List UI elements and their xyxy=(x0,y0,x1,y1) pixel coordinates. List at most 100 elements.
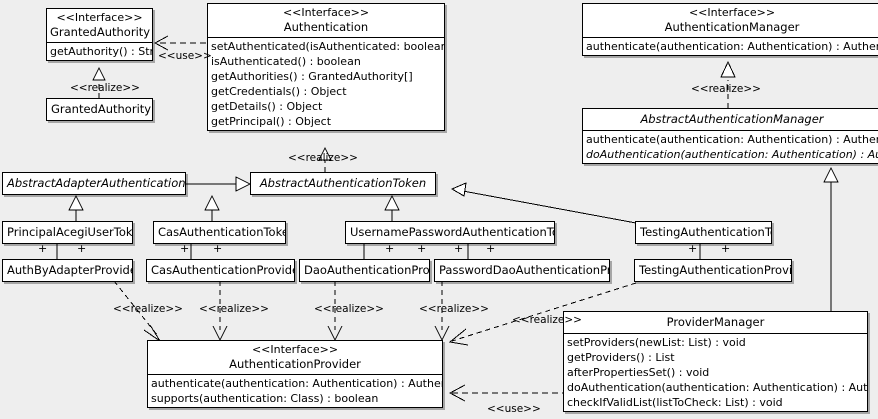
class-name: UsernamePasswordAuthenticationToken xyxy=(350,225,554,239)
class-name: DaoAuthenticationProvider xyxy=(304,263,430,277)
class-dao-authentication-provider[interactable]: DaoAuthenticationProvider xyxy=(299,259,430,282)
class-username-password-authentication-token[interactable]: UsernamePasswordAuthenticationToken xyxy=(345,221,555,244)
method-row: checkIfValidList(listToCheck: List) : vo… xyxy=(567,396,783,409)
class-granted-authority[interactable]: <<Interface>> GrantedAuthority getAuthor… xyxy=(46,8,153,61)
class-name: TestingAuthenticationProvider xyxy=(639,263,792,277)
class-header: <<Interface>> AuthenticationManager xyxy=(583,4,878,37)
method-row: getPrincipal() : Object xyxy=(211,115,332,128)
class-name: AuthByAdapterProvider xyxy=(7,263,133,277)
divider xyxy=(208,37,444,38)
association-plus: + xyxy=(688,242,698,255)
class-principal-acegi-user-token[interactable]: PrincipalAcegiUserToken xyxy=(2,221,133,244)
association-plus: + xyxy=(180,242,190,255)
method-compartment: getAuthority() : String xyxy=(47,43,152,60)
class-auth-by-adapter-provider[interactable]: AuthByAdapterProvider xyxy=(2,259,133,282)
class-testing-authentication-provider[interactable]: TestingAuthenticationProvider xyxy=(634,259,792,282)
class-abstract-adapter-authentication-token[interactable]: AbstractAdapterAuthenticationToken xyxy=(2,172,186,195)
divider xyxy=(583,130,878,131)
method-row: getDetails() : Object xyxy=(211,100,323,113)
class-header: AbstractAdapterAuthenticationToken xyxy=(3,173,185,194)
class-name: Authentication xyxy=(283,20,369,34)
method-compartment: authenticate(authentication: Authenticat… xyxy=(583,131,878,163)
method-row: doAuthentication(authentication: Authent… xyxy=(586,148,878,161)
class-authentication-manager[interactable]: <<Interface>> AuthenticationManager auth… xyxy=(582,3,878,56)
class-provider-manager[interactable]: ProviderManager setProviders(newList: Li… xyxy=(563,311,868,412)
class-header: <<Interface>> Authentication xyxy=(208,4,444,37)
edge-label-use-provider-manager: <<use>> xyxy=(487,403,541,415)
association-plus: + xyxy=(417,242,427,255)
association-plus: + xyxy=(213,242,223,255)
class-name: CasAuthenticationToken xyxy=(158,225,286,239)
edge-label-use-granted-authority: <<use>> xyxy=(158,50,212,62)
divider xyxy=(583,37,878,38)
method-compartment: setAuthenticated(isAuthenticated: boolea… xyxy=(208,38,444,130)
edge-label-realize-dao-authentication-provider: <<realize>> xyxy=(314,303,384,315)
class-header: CasAuthenticationToken xyxy=(154,222,285,243)
divider xyxy=(47,42,152,43)
class-authentication[interactable]: <<Interface>> Authentication setAuthenti… xyxy=(207,3,445,131)
class-testing-authentication-token[interactable]: TestingAuthenticationToken xyxy=(635,221,772,244)
association-plus: + xyxy=(721,242,731,255)
method-row: getCredentials() : Object xyxy=(211,85,347,98)
class-abstract-authentication-manager[interactable]: AbstractAuthenticationManager authentica… xyxy=(582,108,878,164)
class-header: AuthByAdapterProvider xyxy=(3,260,132,281)
class-cas-authentication-provider[interactable]: CasAuthenticationProvider xyxy=(146,259,295,282)
method-row: doAuthentication(authentication: Authent… xyxy=(567,381,868,394)
class-header: GrantedAuthorityImpl xyxy=(47,99,152,120)
class-name: AbstractAuthenticationManager xyxy=(640,112,824,126)
class-header: <<Interface>> AuthenticationProvider xyxy=(148,341,442,374)
class-cas-authentication-token[interactable]: CasAuthenticationToken xyxy=(153,221,286,244)
class-header: TestingAuthenticationToken xyxy=(636,222,771,243)
class-name: AuthenticationProvider xyxy=(229,357,361,371)
class-name: GrantedAuthorityImpl xyxy=(51,102,152,116)
stereotype-label: <<Interface>> xyxy=(251,343,339,356)
method-row: supports(authentication: Class) : boolea… xyxy=(151,392,379,405)
class-name: GrantedAuthority xyxy=(50,25,151,39)
class-authentication-provider[interactable]: <<Interface>> AuthenticationProvider aut… xyxy=(147,340,443,408)
edge-label-realize-auth-by-adapter-provider: <<realize>> xyxy=(113,303,183,315)
association-plus: + xyxy=(486,242,496,255)
edge-label-realize-testing-authentication-provider: <<realize>> xyxy=(512,314,582,326)
method-compartment: authenticate(authentication: Authenticat… xyxy=(148,375,442,407)
class-header: <<Interface>> GrantedAuthority xyxy=(47,9,152,42)
class-name: AbstractAdapterAuthenticationToken xyxy=(7,176,186,190)
divider xyxy=(564,333,867,334)
class-name: PasswordDaoAuthenticationProvider xyxy=(439,263,609,277)
class-abstract-authentication-token[interactable]: AbstractAuthenticationToken xyxy=(250,172,436,195)
method-row: authenticate(authentication: Authenticat… xyxy=(586,133,878,146)
class-header: PrincipalAcegiUserToken xyxy=(3,222,132,243)
class-header: UsernamePasswordAuthenticationToken xyxy=(346,222,554,243)
class-header: AbstractAuthenticationToken xyxy=(251,173,435,194)
method-compartment: setProviders(newList: List) : void getPr… xyxy=(564,334,867,411)
class-header: CasAuthenticationProvider xyxy=(147,260,294,281)
class-granted-authority-impl[interactable]: GrantedAuthorityImpl xyxy=(46,98,153,121)
class-header: PasswordDaoAuthenticationProvider xyxy=(435,260,609,281)
stereotype-label: <<Interface>> xyxy=(282,6,370,19)
method-row: getAuthority() : String xyxy=(50,45,153,58)
class-name: ProviderManager xyxy=(666,315,765,329)
method-compartment: authenticate(authentication: Authenticat… xyxy=(583,38,878,55)
class-name: TestingAuthenticationToken xyxy=(640,225,771,239)
stereotype-label: <<Interface>> xyxy=(56,11,143,24)
class-header: AbstractAuthenticationManager xyxy=(583,109,878,130)
association-plus: + xyxy=(38,242,48,255)
class-password-dao-authentication-provider[interactable]: PasswordDaoAuthenticationProvider xyxy=(434,259,610,282)
association-plus: + xyxy=(454,242,464,255)
divider xyxy=(148,374,442,375)
class-name: AuthenticationManager xyxy=(664,20,800,34)
method-row: isAuthenticated() : boolean xyxy=(211,55,361,68)
edge-label-realize-abstract-authentication-token: <<realize>> xyxy=(288,152,358,164)
edge-label-realize-password-dao-authentication-provider: <<realize>> xyxy=(419,303,489,315)
stereotype-label: <<Interface>> xyxy=(688,6,776,19)
method-row: getAuthorities() : GrantedAuthority[] xyxy=(211,70,413,83)
class-header: DaoAuthenticationProvider xyxy=(300,260,429,281)
class-name: CasAuthenticationProvider xyxy=(151,263,295,277)
association-plus: + xyxy=(385,242,395,255)
association-plus: + xyxy=(77,242,87,255)
method-row: setAuthenticated(isAuthenticated: boolea… xyxy=(211,40,444,53)
edge-label-realize-abstract-authentication-manager: <<realize>> xyxy=(691,83,761,95)
class-name: PrincipalAcegiUserToken xyxy=(7,225,133,239)
class-header: ProviderManager xyxy=(564,312,867,333)
edge-label-realize-cas-authentication-provider: <<realize>> xyxy=(199,303,269,315)
